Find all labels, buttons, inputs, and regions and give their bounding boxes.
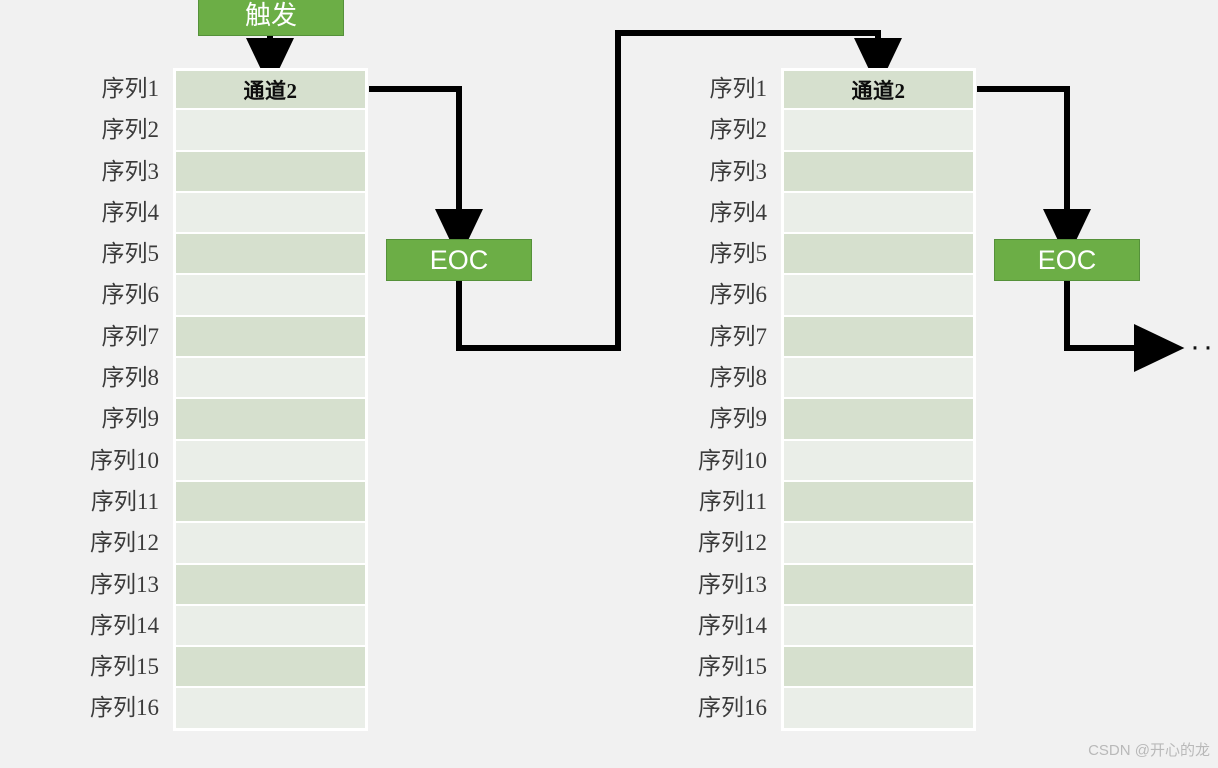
sequence-cell[interactable] bbox=[782, 605, 975, 648]
sequence-label: 序列11 bbox=[698, 488, 767, 514]
channel-header-1: 通道2 bbox=[174, 69, 367, 111]
sequence-label: 序列16 bbox=[698, 695, 767, 721]
sequence-cell[interactable] bbox=[782, 234, 975, 276]
sequence-label: 序列3 bbox=[101, 158, 160, 184]
sequence-label: 序列13 bbox=[90, 571, 159, 597]
sequence-cell[interactable] bbox=[174, 440, 367, 482]
sequence-label: 序列14 bbox=[698, 612, 767, 638]
sequence-label: 序列16 bbox=[90, 695, 159, 721]
sequence-label: 序列14 bbox=[90, 612, 159, 638]
sequence-label: 序列12 bbox=[90, 530, 159, 556]
channel-header-2: 通道2 bbox=[782, 69, 975, 111]
eoc-label: EOC bbox=[1037, 244, 1097, 275]
sequence-cell[interactable] bbox=[174, 192, 367, 235]
sequence-cell[interactable] bbox=[782, 523, 975, 565]
sequence-label: 序列11 bbox=[90, 488, 159, 514]
sequence-label: 序列10 bbox=[698, 447, 767, 473]
sequence-cell[interactable] bbox=[174, 234, 367, 276]
sequence-label: 序列5 bbox=[101, 241, 160, 267]
wire-group1-to-eoc1 bbox=[369, 86, 483, 260]
sequence-cell[interactable] bbox=[174, 688, 367, 730]
sequence-label: 序列4 bbox=[709, 199, 768, 225]
sequence-label: 序列9 bbox=[709, 406, 768, 432]
sequence-cell[interactable] bbox=[174, 523, 367, 565]
sequence-label: 序列7 bbox=[709, 323, 768, 349]
sequence-cell[interactable] bbox=[174, 275, 367, 317]
sequence-cell[interactable] bbox=[174, 316, 367, 359]
sequence-label: 序列15 bbox=[90, 654, 159, 680]
sequence-table-1: 通道2 bbox=[173, 68, 368, 731]
watermark: CSDN @开心的龙 bbox=[1088, 742, 1210, 759]
sequence-label-column-2: 序列1 序列2 序列3 序列4 序列5 序列6 序列7 序列8 序列9 序列10… bbox=[631, 68, 781, 729]
sequence-cell[interactable] bbox=[782, 358, 975, 400]
trigger-box[interactable]: 触发 bbox=[198, 0, 344, 36]
sequence-label: 序列2 bbox=[709, 117, 768, 143]
sequence-label: 序列1 bbox=[101, 76, 160, 101]
eoc-label: EOC bbox=[429, 244, 489, 275]
continuation-ellipsis: ·· bbox=[1190, 330, 1216, 363]
sequence-cell[interactable] bbox=[782, 688, 975, 730]
sequence-cell[interactable] bbox=[782, 564, 975, 606]
sequence-cell[interactable] bbox=[782, 316, 975, 359]
sequence-cell[interactable] bbox=[174, 151, 367, 193]
sequence-cell[interactable] bbox=[174, 110, 367, 152]
wire-eoc2-to-continuation bbox=[1064, 281, 1185, 372]
sequence-label-column-1: 序列1 序列2 序列3 序列4 序列5 序列6 序列7 序列8 序列9 序列10… bbox=[23, 68, 173, 729]
sequence-label: 序列8 bbox=[101, 365, 160, 391]
wire-group2-to-eoc2 bbox=[977, 86, 1091, 260]
sequence-label: 序列3 bbox=[709, 158, 768, 184]
eoc-box-1[interactable]: EOC bbox=[386, 239, 532, 281]
sequence-table-2: 通道2 bbox=[781, 68, 976, 731]
sequence-cell[interactable] bbox=[174, 399, 367, 441]
sequence-label: 序列6 bbox=[101, 282, 160, 308]
sequence-cell[interactable] bbox=[174, 481, 367, 524]
sequence-cell[interactable] bbox=[782, 275, 975, 317]
sequence-cell[interactable] bbox=[782, 647, 975, 689]
trigger-label: 触发 bbox=[244, 0, 297, 30]
sequence-label: 序列4 bbox=[101, 199, 160, 225]
sequence-label: 序列5 bbox=[709, 241, 768, 267]
sequence-cell[interactable] bbox=[174, 605, 367, 648]
sequence-cell[interactable] bbox=[174, 647, 367, 689]
eoc-box-2[interactable]: EOC bbox=[994, 239, 1140, 281]
sequence-cell[interactable] bbox=[782, 440, 975, 482]
sequence-label: 序列13 bbox=[698, 571, 767, 597]
sequence-cell[interactable] bbox=[174, 564, 367, 606]
sequence-label: 序列6 bbox=[709, 282, 768, 308]
sequence-cell[interactable] bbox=[174, 358, 367, 400]
sequence-cell[interactable] bbox=[782, 399, 975, 441]
sequence-label: 序列15 bbox=[698, 654, 767, 680]
sequence-cell[interactable] bbox=[782, 192, 975, 235]
sequence-cell[interactable] bbox=[782, 151, 975, 193]
sequence-label: 序列12 bbox=[698, 530, 767, 556]
sequence-label: 序列8 bbox=[709, 365, 768, 391]
sequence-cell[interactable] bbox=[782, 481, 975, 524]
sequence-label: 序列2 bbox=[101, 117, 160, 143]
sequence-label: 序列9 bbox=[101, 406, 160, 432]
sequence-label: 序列1 bbox=[709, 76, 768, 101]
sequence-label: 序列7 bbox=[101, 323, 160, 349]
sequence-cell[interactable] bbox=[782, 110, 975, 152]
sequence-label: 序列10 bbox=[90, 447, 159, 473]
